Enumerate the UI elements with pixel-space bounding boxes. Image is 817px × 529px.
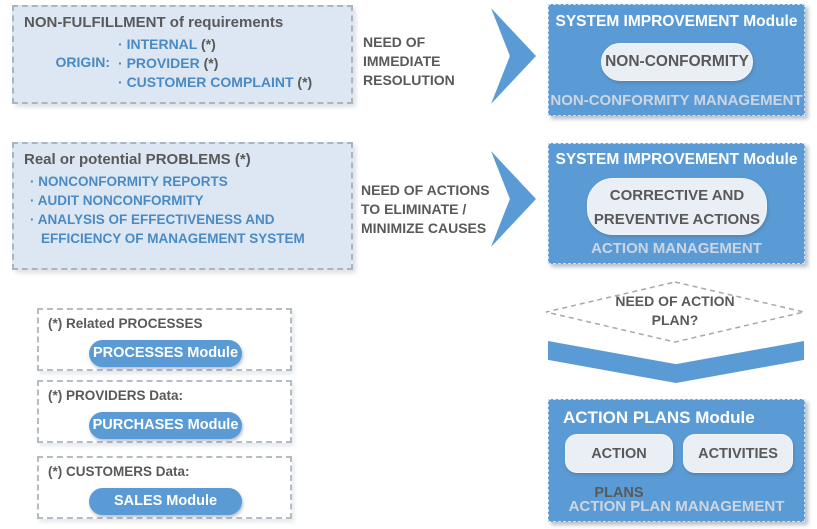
- problems-box: Real or potential PROBLEMS (*) · NONCONF…: [12, 142, 353, 270]
- sales-module-pill: SALES Module: [89, 488, 242, 515]
- action-plans-footer: ACTION PLAN MANAGEMENT: [568, 498, 785, 515]
- nonfulfillment-title: NON-FULFILLMENT of requirements: [24, 14, 284, 31]
- problems-bullet-audit-nonconformity: · AUDIT NONCONFORMITY: [30, 193, 204, 208]
- system-improvement-module-2: SYSTEM IMPROVEMENT Module CORRECTIVE AND…: [548, 143, 805, 264]
- origin-bullet-list: · INTERNAL (*) · PROVIDER (*) · CUSTOMER…: [118, 35, 312, 92]
- non-conformity-pill: NON-CONFORMITY: [601, 43, 753, 81]
- providers-data-box: (*) PROVIDERS Data: PURCHASES Module: [37, 380, 292, 443]
- action-plans-pill: ACTION PLANS: [565, 434, 673, 501]
- origin-label: ORIGIN:: [55, 54, 110, 70]
- module-1-footer: NON-CONFORMITY MANAGEMENT: [550, 92, 803, 109]
- corrective-preventive-actions-pill: CORRECTIVE AND PREVENTIVE ACTIONS: [587, 178, 767, 235]
- action-plans-module: ACTION PLANS Module ACTION PLANS ACTIVIT…: [548, 399, 805, 522]
- problems-bullet-analysis: · ANALYSIS OF EFFECTIVENESS AND EFFICIEN…: [30, 212, 305, 246]
- need-actions-text: NEED OF ACTIONS TO ELIMINATE / MINIMIZE …: [361, 182, 490, 236]
- origin-bullet-customer-complaint: · CUSTOMER COMPLAINT (*): [118, 74, 313, 90]
- problems-bullet-nonconformity-reports: · NONCONFORMITY REPORTS: [30, 174, 228, 189]
- providers-data-title: (*) PROVIDERS Data:: [48, 388, 184, 403]
- customers-data-title: (*) CUSTOMERS Data:: [48, 464, 190, 479]
- module-2-title: SYSTEM IMPROVEMENT Module: [555, 151, 798, 168]
- chevron-down-icon: [548, 341, 804, 383]
- diamond-outline-icon: [545, 281, 805, 343]
- problems-bullet-list: · NONCONFORMITY REPORTS · AUDIT NONCONFO…: [24, 172, 342, 248]
- nonfulfillment-box: NON-FULFILLMENT of requirements ORIGIN: …: [12, 5, 353, 104]
- module-2-footer: ACTION MANAGEMENT: [591, 240, 762, 257]
- system-improvement-module-1: SYSTEM IMPROVEMENT Module NON-CONFORMITY…: [548, 4, 805, 116]
- decision-diamond: NEED OF ACTION PLAN?: [543, 279, 807, 345]
- customers-data-box: (*) CUSTOMERS Data: SALES Module: [37, 456, 292, 519]
- action-plans-title: ACTION PLANS Module: [563, 408, 755, 427]
- activities-pill: ACTIVITIES: [683, 434, 793, 473]
- origin-bullet-internal: · INTERNAL (*): [118, 36, 216, 52]
- related-processes-title: (*) Related PROCESSES: [48, 316, 203, 331]
- processes-module-pill: PROCESSES Module: [89, 340, 242, 367]
- decision-text: NEED OF ACTION PLAN?: [615, 293, 735, 328]
- problems-title: Real or potential PROBLEMS (*): [24, 151, 251, 168]
- purchases-module-pill: PURCHASES Module: [89, 412, 242, 439]
- origin-bullet-provider: · PROVIDER (*): [118, 55, 219, 71]
- chevron-right-icon: [491, 151, 536, 247]
- related-processes-box: (*) Related PROCESSES PROCESSES Module: [37, 308, 292, 371]
- need-immediate-resolution-text: NEED OF IMMEDIATE RESOLUTION: [363, 34, 455, 88]
- chevron-right-icon: [491, 8, 536, 104]
- module-1-title: SYSTEM IMPROVEMENT Module: [555, 13, 798, 30]
